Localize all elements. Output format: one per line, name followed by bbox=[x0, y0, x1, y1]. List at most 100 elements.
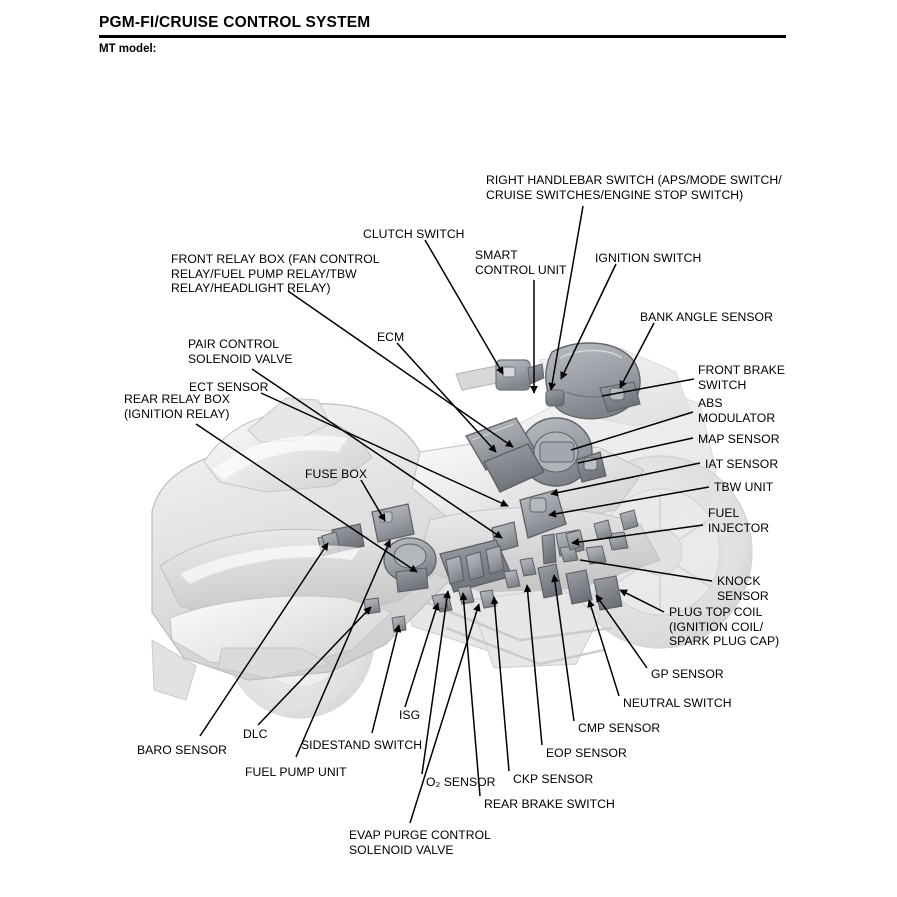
callout-line: BARO SENSOR bbox=[137, 743, 227, 757]
leader-isg bbox=[404, 602, 440, 708]
callout-plug-top-coil: PLUG TOP COIL(IGNITION COIL/SPARK PLUG C… bbox=[669, 605, 779, 649]
leader-sidestand-switch bbox=[371, 624, 402, 734]
leader-gp-sensor bbox=[595, 594, 648, 669]
callout-ignition-switch: IGNITION SWITCH bbox=[595, 251, 701, 266]
leader-fuel-pump-unit bbox=[295, 539, 391, 758]
callout-line: EOP SENSOR bbox=[546, 746, 627, 760]
callout-line: RELAY/HEADLIGHT RELAY) bbox=[171, 281, 331, 296]
leader-tbw-unit bbox=[548, 486, 710, 518]
callout-line: FUSE BOX bbox=[305, 467, 368, 481]
callout-line: EVAP PURGE CONTROL bbox=[349, 828, 491, 842]
leader-evap-purge-control-solenoid-valve bbox=[409, 603, 481, 824]
callout-line: SOLENOID VALVE bbox=[188, 351, 293, 366]
callout-line: PAIR CONTROL bbox=[188, 337, 280, 351]
callout-line: FUEL bbox=[708, 506, 740, 520]
callout-line: CMP SENSOR bbox=[578, 721, 661, 735]
callout-line: ECM bbox=[377, 330, 405, 344]
callout-line: SIDESTAND SWITCH bbox=[301, 738, 423, 752]
leader-pair-control-solenoid-valve bbox=[251, 368, 503, 539]
dlc-part bbox=[363, 597, 381, 615]
callout-line: (IGNITION RELAY) bbox=[124, 406, 230, 421]
callout-map-sensor: MAP SENSOR bbox=[698, 432, 780, 447]
abs-modulator-part bbox=[519, 417, 607, 487]
callout-ecm: ECM bbox=[377, 330, 404, 345]
callout-line: FRONT RELAY BOX (FAN CONTROL bbox=[171, 252, 380, 266]
plug-top-coils bbox=[537, 563, 623, 611]
front-relay-box-part bbox=[483, 443, 545, 493]
callout-o2-sensor: O₂ SENSOR bbox=[426, 775, 496, 790]
page-subtitle: MT model: bbox=[99, 43, 157, 55]
callout-tbw-unit: TBW UNIT bbox=[714, 480, 773, 495]
ecm-part bbox=[465, 417, 535, 471]
callout-ect-sensor: ECT SENSOR bbox=[189, 380, 269, 395]
callout-line: ISG bbox=[399, 708, 421, 722]
callout-line: FRONT BRAKE bbox=[698, 363, 786, 377]
leader-baro-sensor bbox=[199, 542, 329, 737]
callout-line: IAT SENSOR bbox=[705, 457, 779, 471]
leader-iat-sensor bbox=[550, 462, 701, 497]
callout-gp-sensor: GP SENSOR bbox=[651, 667, 724, 682]
throttle-body-cluster bbox=[519, 489, 585, 565]
pair-control-part bbox=[491, 521, 519, 553]
callout-dlc: DLC bbox=[243, 727, 268, 742]
rear-relay-box-part bbox=[383, 537, 437, 593]
callout-ckp-sensor: CKP SENSOR bbox=[513, 772, 593, 787]
callout-line: CONTROL UNIT bbox=[475, 262, 567, 277]
callout-bank-angle-sensor: BANK ANGLE SENSOR bbox=[640, 310, 773, 325]
leader-bank-angle-sensor bbox=[619, 322, 655, 389]
callout-isg: ISG bbox=[399, 708, 420, 723]
callout-line: SMART bbox=[475, 248, 518, 262]
callout-line: DLC bbox=[243, 727, 268, 741]
callout-line: PLUG TOP COIL bbox=[669, 605, 763, 619]
leader-eop-sensor bbox=[523, 584, 543, 746]
leader-cmp-sensor bbox=[551, 574, 575, 722]
leader-ect-sensor bbox=[260, 392, 509, 507]
leader-map-sensor bbox=[577, 437, 694, 464]
leader-o2-sensor bbox=[421, 590, 451, 775]
callout-line: SPARK PLUG CAP) bbox=[669, 634, 780, 649]
leader-neutral-switch bbox=[587, 599, 620, 697]
handlebar-assembly bbox=[455, 359, 545, 391]
callout-fuse-box: FUSE BOX bbox=[305, 467, 367, 482]
callout-fuel-pump-unit: FUEL PUMP UNIT bbox=[245, 765, 347, 780]
callout-line: INJECTOR bbox=[708, 520, 770, 535]
callout-line: CLUTCH SWITCH bbox=[363, 227, 465, 241]
callout-line: TBW UNIT bbox=[714, 480, 774, 494]
callout-line: MODULATOR bbox=[698, 410, 776, 425]
leader-rear-brake-switch bbox=[459, 592, 481, 797]
page-title: PGM-FI/CRUISE CONTROL SYSTEM bbox=[99, 14, 371, 31]
callout-line: REAR RELAY BOX bbox=[124, 392, 230, 406]
callout-line: KNOCK bbox=[717, 574, 761, 588]
leader-dlc bbox=[257, 606, 372, 726]
callout-rear-relay-box: REAR RELAY BOX(IGNITION RELAY) bbox=[124, 392, 230, 421]
callout-line: SENSOR bbox=[717, 588, 769, 603]
tank-seat-panel bbox=[411, 435, 645, 529]
callout-line: SWITCH bbox=[698, 377, 747, 392]
callout-line: ABS bbox=[698, 396, 723, 410]
callout-neutral-switch: NEUTRAL SWITCH bbox=[623, 696, 732, 711]
callout-eop-sensor: EOP SENSOR bbox=[546, 746, 627, 761]
callout-line: REAR BRAKE SWITCH bbox=[484, 797, 615, 811]
leader-fuel-injector bbox=[571, 524, 704, 546]
callout-sidestand-switch: SIDESTAND SWITCH bbox=[301, 738, 422, 753]
leader-abs-modulator bbox=[570, 411, 694, 451]
callout-line: MAP SENSOR bbox=[698, 432, 780, 446]
leader-ignition-switch bbox=[560, 263, 617, 380]
leader-ckp-sensor bbox=[490, 596, 510, 772]
leader-rear-relay-box bbox=[195, 423, 418, 573]
instrument-pod bbox=[545, 342, 641, 420]
leader-ecm bbox=[396, 342, 497, 453]
fuel-injectors bbox=[565, 509, 639, 551]
leader-fuse-box bbox=[360, 479, 386, 522]
callout-right-handlebar-switch: RIGHT HANDLEBAR SWITCH (APS/MODE SWITCH/… bbox=[486, 173, 782, 202]
callout-iat-sensor: IAT SENSOR bbox=[705, 457, 778, 472]
